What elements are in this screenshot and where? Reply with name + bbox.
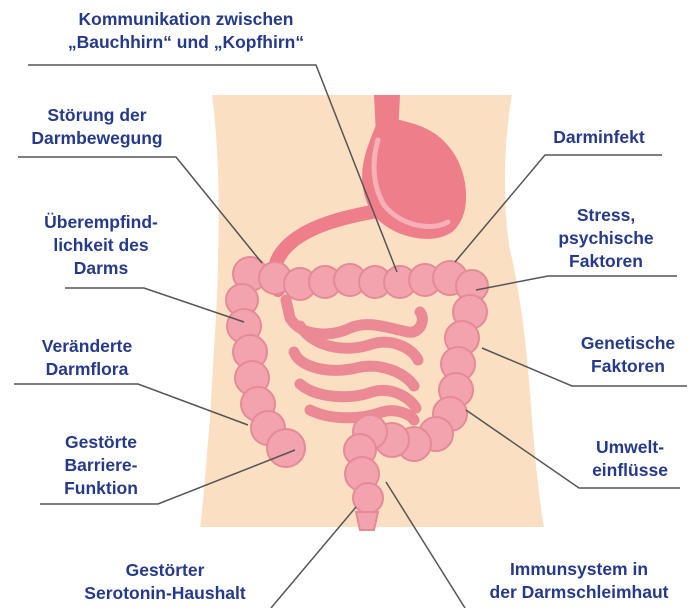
label-ueberempfindlichkeit: Überempfind- lichkeit des Darms [16, 211, 186, 280]
rectum [356, 512, 378, 530]
label-umwelteinfluesse: Umwelt- einflüsse [580, 436, 680, 482]
label-barriere-funktion: Gestörte Barriere- Funktion [36, 431, 166, 500]
label-immunsystem: Immunsystem in der Darmschleimhaut [470, 558, 688, 604]
label-genetische-faktoren: Genetische Faktoren [566, 332, 690, 378]
label-serotonin: Gestörter Serotonin-Haushalt [60, 559, 270, 605]
label-stoerung-darmbewegung: Störung der Darmbewegung [14, 104, 180, 150]
label-darminfekt: Darminfekt [536, 126, 662, 149]
label-darmflora: Veränderte Darmflora [12, 335, 162, 381]
label-kommunikation: Kommunikation zwischen „Bauchhirn“ und „… [30, 8, 342, 54]
label-stress: Stress, psychische Faktoren [536, 204, 676, 273]
